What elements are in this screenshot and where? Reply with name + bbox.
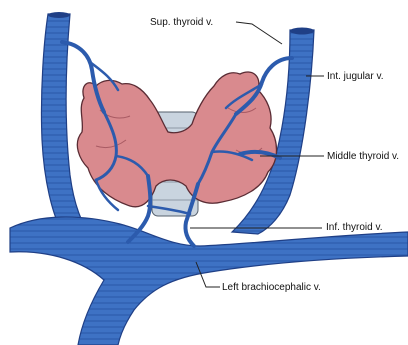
label-sup-thyroid-v: Sup. thyroid v. xyxy=(150,17,213,29)
label-inf-thyroid-v: Inf. thyroid v. xyxy=(326,222,383,234)
left-brachiocephalic-vein xyxy=(10,217,408,345)
leader-sup-thyroid xyxy=(236,22,282,44)
label-left-brachiocephalic-v: Left brachiocephalic v. xyxy=(222,282,321,294)
label-int-jugular-v: Int. jugular v. xyxy=(327,71,384,83)
label-middle-thyroid-v: Middle thyroid v. xyxy=(327,151,399,163)
